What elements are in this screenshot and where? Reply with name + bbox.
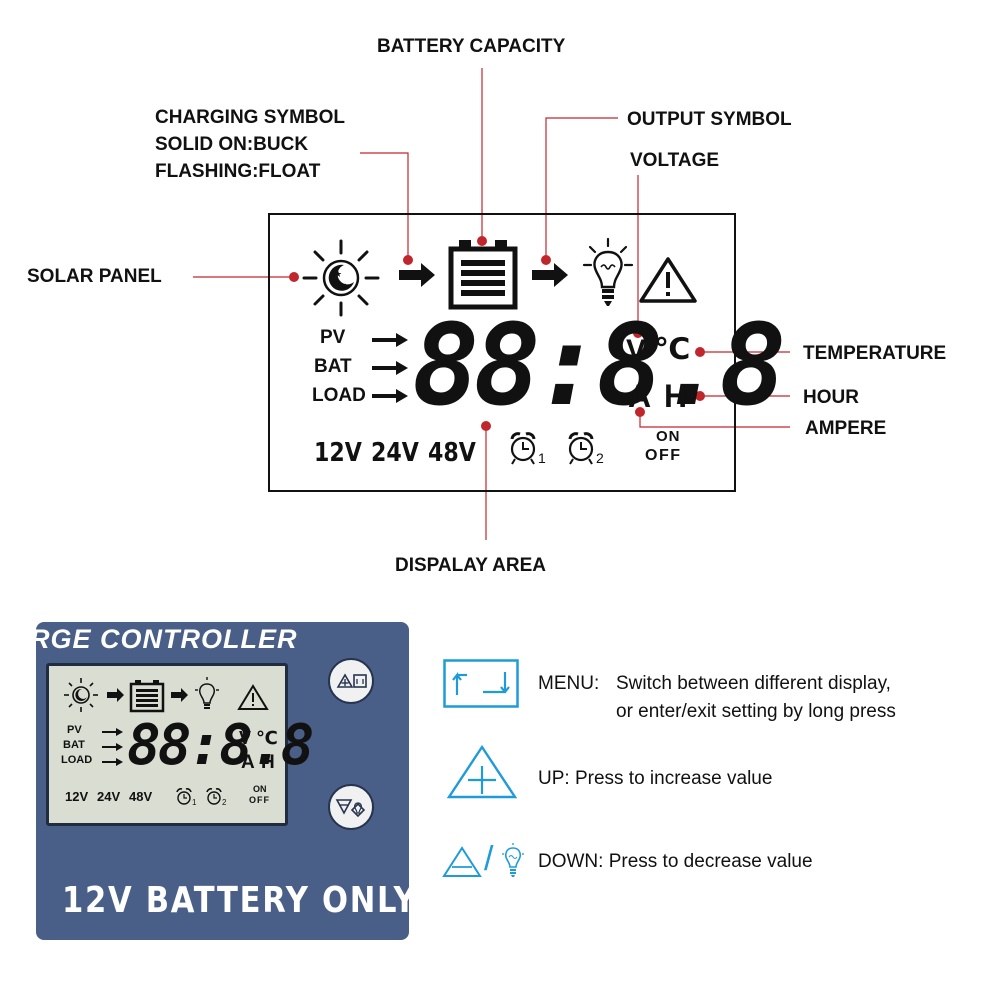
leader-output-symbol — [545, 117, 618, 260]
lcd-row-arrows — [372, 333, 408, 403]
lcd-digits: 88:8.8 — [412, 301, 787, 431]
battery-icon — [448, 240, 518, 310]
leader-lines — [193, 68, 790, 540]
panel-bat-label: BAT — [63, 739, 85, 751]
panel-alarm-1-icon — [176, 788, 192, 805]
unit-v: V — [626, 334, 647, 367]
dot-solar-panel — [289, 272, 299, 282]
svg-text:★: ★ — [334, 270, 342, 280]
dot-temperature — [695, 347, 705, 357]
alarm-2-subscript: 2 — [596, 450, 604, 466]
output-arrow-icon — [532, 263, 568, 287]
up-desc: UP: Press to increase value — [538, 768, 773, 789]
panel-voltage-24v: 24V — [97, 789, 121, 804]
panel-pv-label: PV — [67, 724, 82, 736]
panel-digits: 88:8.8 — [127, 713, 314, 778]
down-bulb-legend-icon — [502, 843, 524, 877]
panel-lcd: PV BAT LOAD 88:8.8 V ℃ A H 12V 24V 48V 1 — [46, 663, 314, 826]
voltage-48v: 48V — [428, 438, 476, 468]
panel-header: RGE CONTROLLER — [36, 624, 298, 654]
voltage-12v: 12V — [314, 438, 362, 468]
panel-unit-h: H — [261, 752, 275, 773]
unit-celsius: ℃ — [654, 333, 691, 366]
dot-voltage — [633, 328, 643, 338]
panel-unit-v: V — [239, 728, 252, 748]
label-temperature: TEMPERATURE — [803, 343, 947, 364]
label-hour: HOUR — [803, 387, 859, 408]
dot-display-area — [481, 421, 491, 431]
label-output-symbol: OUTPUT SYMBOL — [627, 109, 792, 130]
lcd-bat-label: BAT — [314, 356, 352, 377]
label-charging-flashing: FLASHING:FLOAT — [155, 161, 321, 182]
mini-warning-icon — [237, 684, 269, 710]
dot-ampere — [635, 407, 645, 417]
label-charging-solid: SOLID ON:BUCK — [155, 134, 309, 155]
lcd-on-label: ON — [656, 428, 681, 445]
label-voltage: VOLTAGE — [630, 150, 720, 171]
menu-key-label: MENU: — [538, 673, 600, 694]
down-icon — [442, 846, 482, 877]
lcd-pv-label: PV — [320, 327, 346, 348]
panel-voltage-12v: 12V — [65, 789, 89, 804]
lcd-off-label: OFF — [645, 447, 682, 464]
panel-load-label: LOAD — [61, 754, 93, 766]
label-solar-panel: SOLAR PANEL — [27, 266, 162, 287]
dot-charging-symbol — [403, 255, 413, 265]
panel-on-label: ON — [253, 784, 267, 794]
label-ampere: AMPERE — [805, 418, 887, 439]
panel-voltage-48v: 48V — [129, 789, 153, 804]
label-display-area: DISPALAY AREA — [395, 555, 546, 576]
mini-bulb-icon — [195, 677, 219, 709]
controller-panel: RGE CONTROLLER — [36, 622, 409, 940]
panel-down-button[interactable] — [328, 784, 374, 830]
charge-arrow-icon — [399, 263, 435, 287]
down-desc: DOWN: Press to decrease value — [538, 851, 813, 872]
alarm-clock-1-icon — [510, 432, 536, 465]
alarm-1-subscript: 1 — [538, 450, 546, 466]
mini-sun-icon — [64, 678, 98, 712]
mini-battery-icon — [129, 680, 165, 713]
menu-desc-line2: or enter/exit setting by long press — [616, 701, 896, 722]
dot-output-symbol — [541, 255, 551, 265]
label-charging-symbol: CHARGING SYMBOL — [155, 107, 345, 128]
panel-menu-up-button[interactable] — [328, 658, 374, 704]
menu-icon — [443, 659, 519, 708]
sun-moon-icon: ★ ★ — [302, 239, 380, 317]
legend-divider: / — [484, 840, 494, 878]
lcd-frame — [268, 213, 736, 492]
down-bulb-icon — [335, 799, 366, 818]
light-bulb-icon — [582, 237, 634, 306]
warning-icon — [639, 257, 697, 303]
panel-unit-a: A — [241, 752, 255, 773]
panel-unit-celsius: ℃ — [256, 728, 278, 748]
up-menu-icon — [336, 673, 367, 688]
alarm-clock-2-icon — [568, 432, 594, 465]
panel-row-arrows — [102, 728, 123, 766]
menu-desc-line1: Switch between different display, — [616, 673, 891, 694]
lcd-load-label: LOAD — [312, 385, 366, 406]
up-icon — [446, 744, 518, 799]
unit-h: H — [664, 378, 688, 414]
panel-battery-only-label: 12V BATTERY ONLY — [62, 880, 409, 921]
panel-off-label: OFF — [249, 795, 270, 805]
label-battery-capacity: BATTERY CAPACITY — [377, 36, 566, 57]
leader-charging-symbol — [360, 152, 409, 260]
panel-alarm-1-subscript: 1 — [192, 798, 197, 807]
voltage-24v: 24V — [371, 438, 419, 468]
unit-a: A — [628, 378, 652, 414]
svg-text:★: ★ — [342, 282, 349, 291]
panel-lcd-icons — [64, 677, 269, 713]
panel-alarm-2-subscript: 2 — [222, 798, 227, 807]
panel-alarm-2-icon — [206, 788, 222, 805]
dot-hour — [695, 391, 705, 401]
dot-battery-capacity — [477, 236, 487, 246]
